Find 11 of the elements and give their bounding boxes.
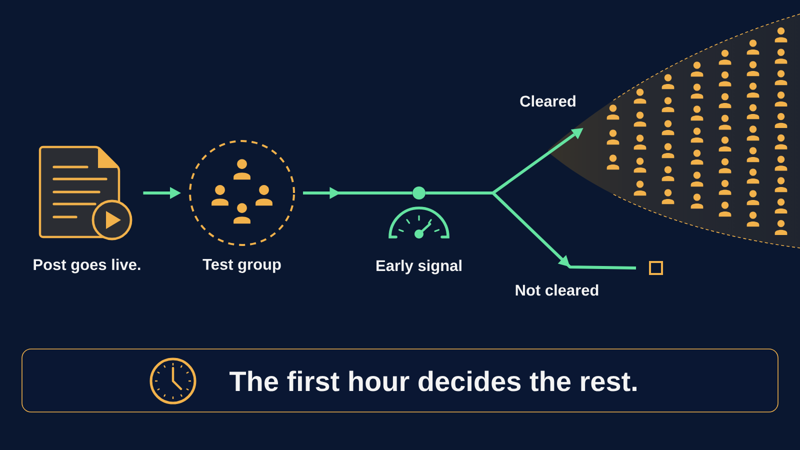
banner: The first hour decides the rest. xyxy=(22,348,778,412)
edge-label: Cleared xyxy=(518,94,578,108)
arrow xyxy=(426,192,636,270)
node-label: Test group xyxy=(202,259,281,273)
node-label: Early signal xyxy=(376,260,462,274)
arrow xyxy=(303,187,412,199)
crowd-illustration xyxy=(606,14,800,248)
small-square xyxy=(649,261,663,275)
node-label: Post goes live. xyxy=(34,258,140,274)
arrow xyxy=(143,187,181,199)
edge-label: Not cleared xyxy=(513,282,601,298)
